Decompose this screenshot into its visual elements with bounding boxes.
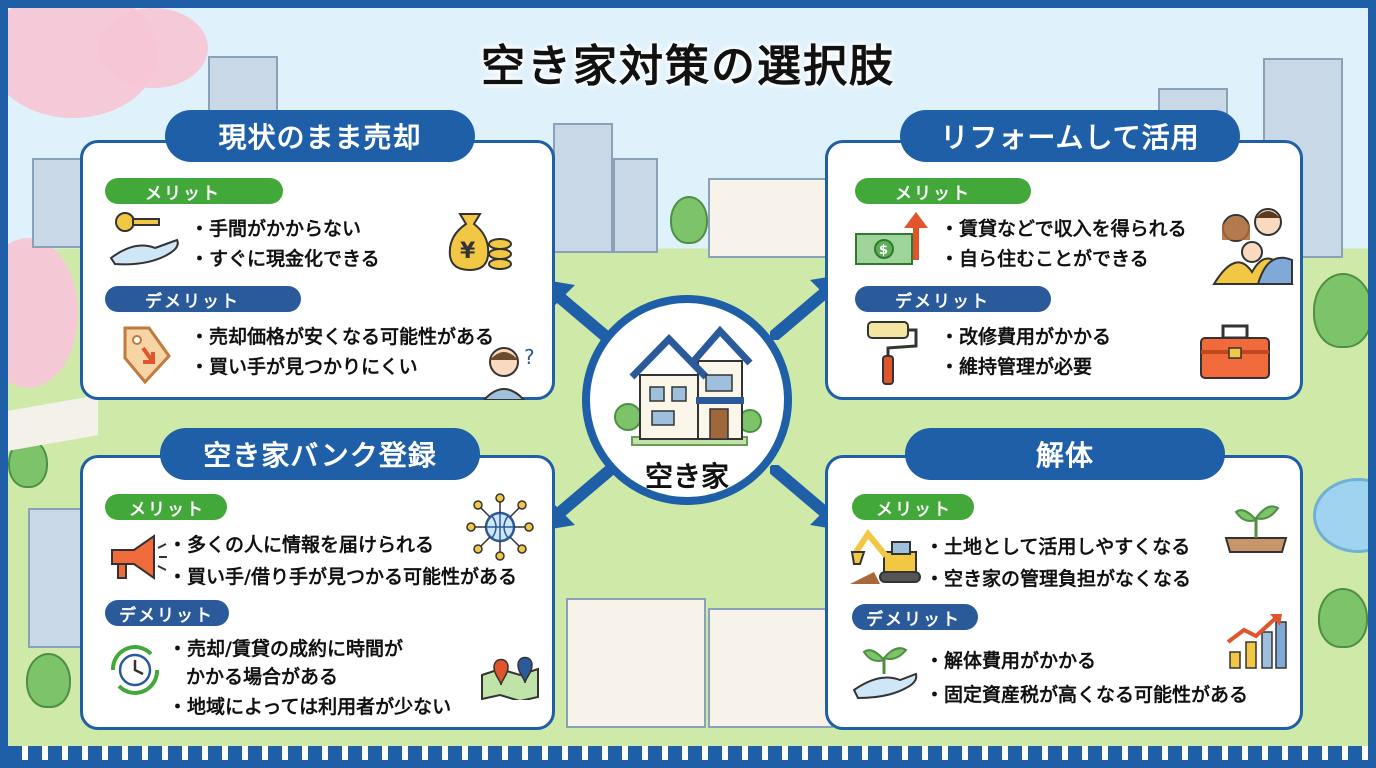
bank-demerit-tag: デメリット bbox=[105, 600, 229, 626]
card-bank-title: 空き家バンク登録 bbox=[160, 428, 480, 480]
sprout-land-icon bbox=[1224, 505, 1288, 553]
price-tag-down-icon bbox=[123, 326, 171, 385]
sell-demerit-tag: デメリット bbox=[105, 286, 301, 312]
cherry-blossom bbox=[98, 8, 208, 88]
excavator-icon bbox=[850, 528, 921, 584]
money-up-icon: $ bbox=[855, 212, 928, 265]
page-title: 空き家対策の選択肢 bbox=[481, 41, 895, 92]
plant-hand-icon bbox=[852, 647, 918, 700]
pond bbox=[1313, 478, 1368, 553]
center-label: 空き家 bbox=[644, 460, 729, 493]
reform-demerit-1: ・改修費用がかかる bbox=[940, 326, 1112, 348]
reform-merit-tag: メリット bbox=[855, 178, 1031, 204]
demolish-merit-tag: メリット bbox=[852, 494, 974, 520]
demolish-merit-1: ・土地として活用しやすくなる bbox=[925, 536, 1191, 558]
tree bbox=[1318, 588, 1368, 648]
house bbox=[708, 178, 828, 258]
svg-text:?: ? bbox=[524, 345, 535, 369]
worried-person-icon: ? bbox=[482, 345, 535, 400]
paint-roller-icon bbox=[867, 321, 918, 385]
bank-merit-1: ・多くの人に情報を届けられる bbox=[168, 534, 435, 556]
building bbox=[613, 158, 658, 253]
bank-merit-2: ・買い手/借り手が見つかる可能性がある bbox=[168, 566, 517, 588]
reform-merit-2: ・自ら住むことができる bbox=[940, 248, 1149, 270]
bottom-stripe bbox=[8, 746, 1368, 760]
clock-cycle-icon bbox=[110, 645, 160, 695]
toolbox-icon bbox=[1200, 324, 1270, 379]
svg-text:$: $ bbox=[879, 243, 888, 258]
bank-demerit-3: ・地域によっては利用者が少ない bbox=[168, 696, 452, 718]
reform-demerit-2: ・維持管理が必要 bbox=[940, 356, 1093, 378]
money-bag-icon: ¥ bbox=[448, 213, 512, 272]
demolish-merit-2: ・空き家の管理負担がなくなる bbox=[925, 568, 1192, 590]
cherry-blossom bbox=[8, 238, 78, 388]
reform-merit-1: ・賃貸などで収入を得られる bbox=[940, 218, 1187, 240]
tree bbox=[1313, 273, 1368, 348]
tree bbox=[670, 196, 708, 244]
house bbox=[708, 608, 833, 728]
bank-demerit-2: かかる場合がある bbox=[186, 666, 339, 688]
building bbox=[553, 123, 613, 253]
center-circle: 空き家 bbox=[582, 295, 792, 505]
card-reform-title: リフォームして活用 bbox=[900, 110, 1240, 162]
card-sell-title: 現状のまま売却 bbox=[165, 110, 475, 162]
reform-demerit-tag: デメリット bbox=[855, 286, 1051, 312]
building bbox=[28, 508, 83, 648]
demolish-demerit-tag: デメリット bbox=[852, 604, 978, 630]
demolish-demerit-2: ・固定資産税が高くなる可能性がある bbox=[925, 684, 1249, 706]
demolish-demerit-1: ・解体費用がかかる bbox=[925, 650, 1097, 672]
sell-demerit-2: ・買い手が見つかりにくい bbox=[190, 356, 418, 378]
house-icon bbox=[614, 325, 762, 446]
svg-text:¥: ¥ bbox=[460, 239, 476, 264]
network-globe-icon bbox=[466, 493, 534, 561]
bank-demerit-1: ・売却/賃貸の成約に時間が bbox=[168, 638, 403, 660]
walking-path bbox=[8, 395, 98, 451]
sell-merit-1: ・手間がかからない bbox=[190, 218, 362, 240]
sell-merit-2: ・すぐに現金化できる bbox=[190, 248, 380, 270]
sell-demerit-1: ・売却価格が安くなる可能性がある bbox=[190, 326, 495, 348]
house bbox=[566, 598, 706, 728]
map-pin-icon bbox=[481, 656, 539, 700]
key-hand-icon bbox=[109, 212, 179, 266]
card-demolish-title: 解体 bbox=[905, 428, 1225, 480]
tree bbox=[26, 653, 71, 708]
rising-chart-icon bbox=[1226, 614, 1287, 669]
megaphone-icon bbox=[111, 534, 167, 580]
bank-merit-tag: メリット bbox=[105, 494, 227, 520]
sell-merit-tag: メリット bbox=[105, 178, 283, 204]
family-icon bbox=[1212, 208, 1294, 285]
